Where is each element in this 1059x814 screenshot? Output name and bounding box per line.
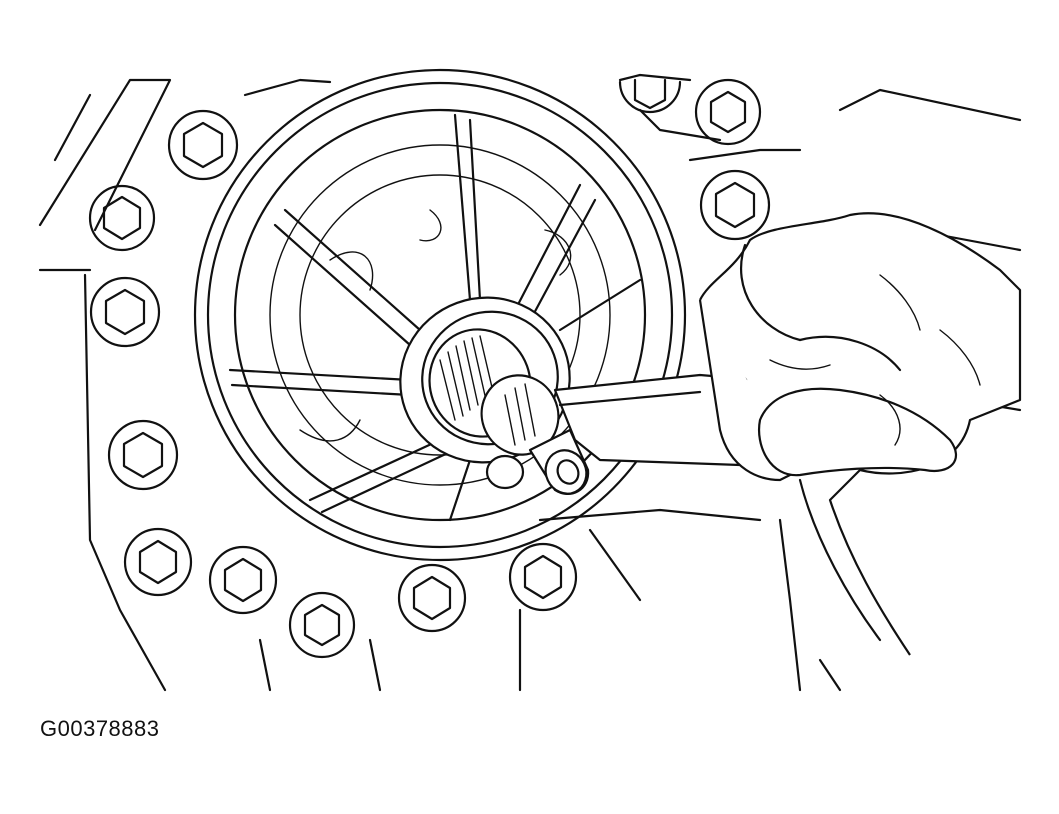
figure-code-label: G00378883: [40, 716, 160, 741]
pump-body: [193, 68, 687, 562]
bolt-hex-icon: [167, 109, 239, 181]
bolt-hex-icon: [618, 78, 682, 114]
bolt-hex-icon: [107, 419, 179, 491]
bolt-hex-icon: [288, 591, 356, 659]
bolt-hex-icon: [208, 545, 278, 615]
hand-illustration: [698, 212, 1022, 656]
bolt-hex-icon: [508, 542, 578, 612]
bolt-hex-icon: [88, 184, 156, 252]
transmission-pump-illustration: [38, 68, 1022, 692]
bolt-hex-icon: [123, 527, 193, 597]
pump-ribs: [228, 113, 642, 522]
seal-and-shaft: [399, 296, 590, 496]
bolt-hex-icon: [694, 78, 762, 146]
bolt-group: [88, 78, 771, 659]
bolt-hex-icon: [89, 276, 161, 348]
bolt-hex-icon: [699, 169, 771, 241]
bolt-hex-icon: [397, 563, 467, 633]
